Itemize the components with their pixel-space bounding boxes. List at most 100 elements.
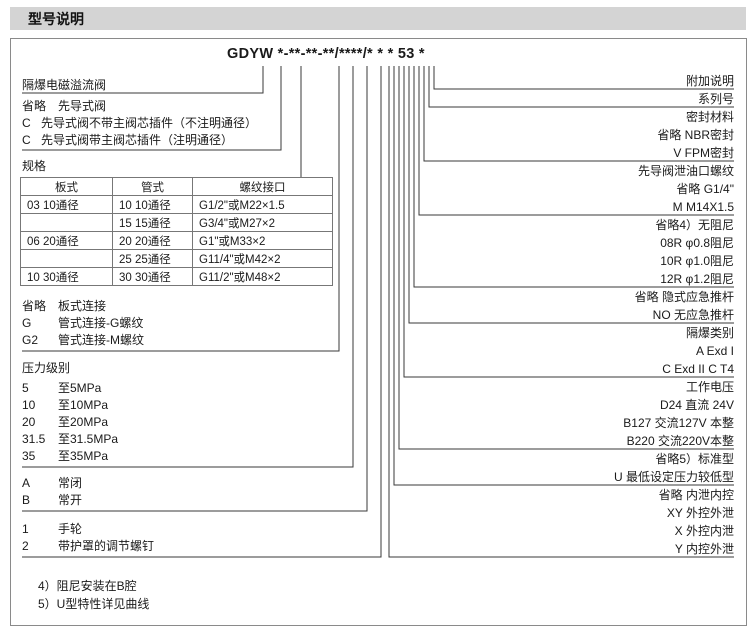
right-option-row: 省略 G1/4" (676, 182, 734, 196)
spec-col-header: 螺纹接口 (192, 177, 333, 196)
option-code: G (22, 316, 32, 330)
right-option-row: A Exd I (695, 344, 734, 358)
spec-row: 15 15通径 G3/4"或M27×2 (20, 213, 333, 232)
pressure-group-label: 压力级别 (22, 361, 71, 375)
right-option-row: D24 直流 24V (659, 398, 734, 412)
option-desc: 常开 (58, 493, 83, 507)
right-option-row: 先导阀泄油口螺纹 (637, 164, 734, 178)
spec-row: 03 10通径 10 10通径 G1/2"或M22×1.5 (20, 195, 333, 214)
state-option-row: B 常开 (22, 493, 82, 507)
spec-cell (20, 213, 113, 232)
spec-cell: 06 20通径 (20, 231, 113, 250)
spec-cell: G1"或M33×2 (192, 231, 333, 250)
spec-cell (20, 249, 113, 268)
right-option-row: X 外控内泄 (674, 524, 734, 538)
option-desc: 至5MPa (58, 381, 102, 395)
spec-cell: 20 20通径 (112, 231, 193, 250)
option-desc: 管式连接-G螺纹 (58, 316, 144, 330)
right-option-row: M M14X1.5 (672, 200, 734, 214)
right-option-row: 08R φ0.8阻尼 (660, 236, 734, 250)
option-code: C (22, 133, 31, 147)
right-option-row: NO 无应急推杆 (652, 308, 734, 322)
spec-col-header: 管式 (112, 177, 193, 196)
right-option-row: 省略5）标准型 (655, 452, 734, 466)
right-option-row: V FPM密封 (673, 146, 734, 160)
pilot-option-row: C 先导式阀带主阀芯插件（注明通径） (22, 133, 233, 147)
option-code: 2 (22, 539, 29, 553)
spec-cell: 25 25通径 (112, 249, 193, 268)
option-code: B (22, 493, 31, 507)
spec-cell: 30 30通径 (112, 267, 193, 286)
spec-cell: G11/2"或M48×2 (192, 267, 333, 286)
option-code: 省略 (22, 299, 47, 313)
right-annotation-column: 附加说明 系列号 密封材料 省略 NBR密封 V FPM密封 先导阀泄油口螺纹 … (434, 74, 734, 560)
right-option-row: B220 交流220V本整 (626, 434, 734, 448)
model-code: GDYW *-**-**-**/****/* * * 53 * (227, 46, 425, 62)
pilot-option-row: C 先导式阀不带主阀芯插件（不注明通径） (22, 116, 257, 130)
pressure-option-row: 5 至5MPa (22, 381, 101, 395)
footnote: 4）阻尼安装在B腔 (38, 579, 137, 593)
connection-option-row: 省略 板式连接 (22, 299, 106, 313)
option-code: G2 (22, 333, 39, 347)
connection-option-row: G 管式连接-G螺纹 (22, 316, 143, 330)
right-option-row: 10R φ1.0阻尼 (660, 254, 734, 268)
spec-cell: 03 10通径 (20, 195, 113, 214)
right-option-row: 省略 NBR密封 (657, 128, 734, 142)
option-code: 省略 (22, 99, 47, 113)
right-option-row: B127 交流127V 本整 (623, 416, 734, 430)
right-option-row: 12R φ1.2阻尼 (660, 272, 734, 286)
section-title: 型号说明 (28, 10, 84, 27)
option-desc: 至35MPa (58, 449, 109, 463)
option-desc: 常闭 (58, 476, 83, 490)
footnote: 5）U型特性详见曲线 (38, 597, 150, 611)
right-option-row: 省略 隐式应急推杆 (634, 290, 734, 304)
spec-row: 10 30通径 30 30通径 G11/2"或M48×2 (20, 267, 333, 286)
spec-cell: G3/4"或M27×2 (192, 213, 333, 232)
spec-col-header: 板式 (20, 177, 113, 196)
pilot-option-row: 省略 先导式阀 (22, 99, 106, 113)
pressure-option-row: 31.5 至31.5MPa (22, 432, 118, 446)
option-code: 5 (22, 381, 29, 395)
option-desc: 至20MPa (58, 415, 109, 429)
pressure-option-row: 35 至35MPa (22, 449, 108, 463)
connection-option-row: G2 管式连接-M螺纹 (22, 333, 144, 347)
option-desc: 至31.5MPa (58, 432, 119, 446)
option-code: 20 (22, 415, 36, 429)
pressure-option-row: 10 至10MPa (22, 398, 108, 412)
spec-cell: 15 15通径 (112, 213, 193, 232)
option-desc: 先导式阀 (58, 99, 107, 113)
section-header: 型号说明 (10, 7, 746, 30)
right-option-row: 隔爆类别 (685, 326, 734, 340)
option-desc: 先导式阀不带主阀芯插件（不注明通径） (41, 116, 258, 130)
option-desc: 手轮 (58, 522, 83, 536)
spec-cell: 10 30通径 (20, 267, 113, 286)
right-option-row: XY 外控外泄 (666, 506, 734, 520)
adjust-option-row: 1 手轮 (22, 522, 82, 536)
spec-row: 25 25通径 G11/4"或M42×2 (20, 249, 333, 268)
spec-row: 06 20通径 20 20通径 G1"或M33×2 (20, 231, 333, 250)
state-option-row: A 常闭 (22, 476, 82, 490)
option-code: 35 (22, 449, 36, 463)
valve-type-title: 隔爆电磁溢流阀 (22, 78, 107, 92)
spec-cell: 10 10通径 (112, 195, 193, 214)
right-option-row: U 最低设定压力较低型 (613, 470, 734, 484)
right-option-row: 系列号 (697, 92, 734, 106)
spec-header-row: 板式 管式 螺纹接口 (20, 177, 333, 196)
option-desc: 板式连接 (58, 299, 107, 313)
right-option-row: 附加说明 (685, 74, 734, 88)
right-option-row: Y 内控外泄 (674, 542, 734, 556)
right-option-row: C Exd II C T4 (662, 362, 734, 376)
spec-cell: G11/4"或M42×2 (192, 249, 333, 268)
option-desc: 先导式阀带主阀芯插件（注明通径） (41, 133, 234, 147)
option-desc: 至10MPa (58, 398, 109, 412)
right-option-row: 密封材料 (685, 110, 734, 124)
option-desc: 管式连接-M螺纹 (58, 333, 144, 347)
option-code: 10 (22, 398, 36, 412)
spec-cell: G1/2"或M22×1.5 (192, 195, 333, 214)
option-code: 31.5 (22, 432, 46, 446)
option-code: C (22, 116, 31, 130)
right-option-row: 省略4）无阻尼 (655, 218, 734, 232)
option-code: 1 (22, 522, 29, 536)
pressure-option-row: 20 至20MPa (22, 415, 108, 429)
